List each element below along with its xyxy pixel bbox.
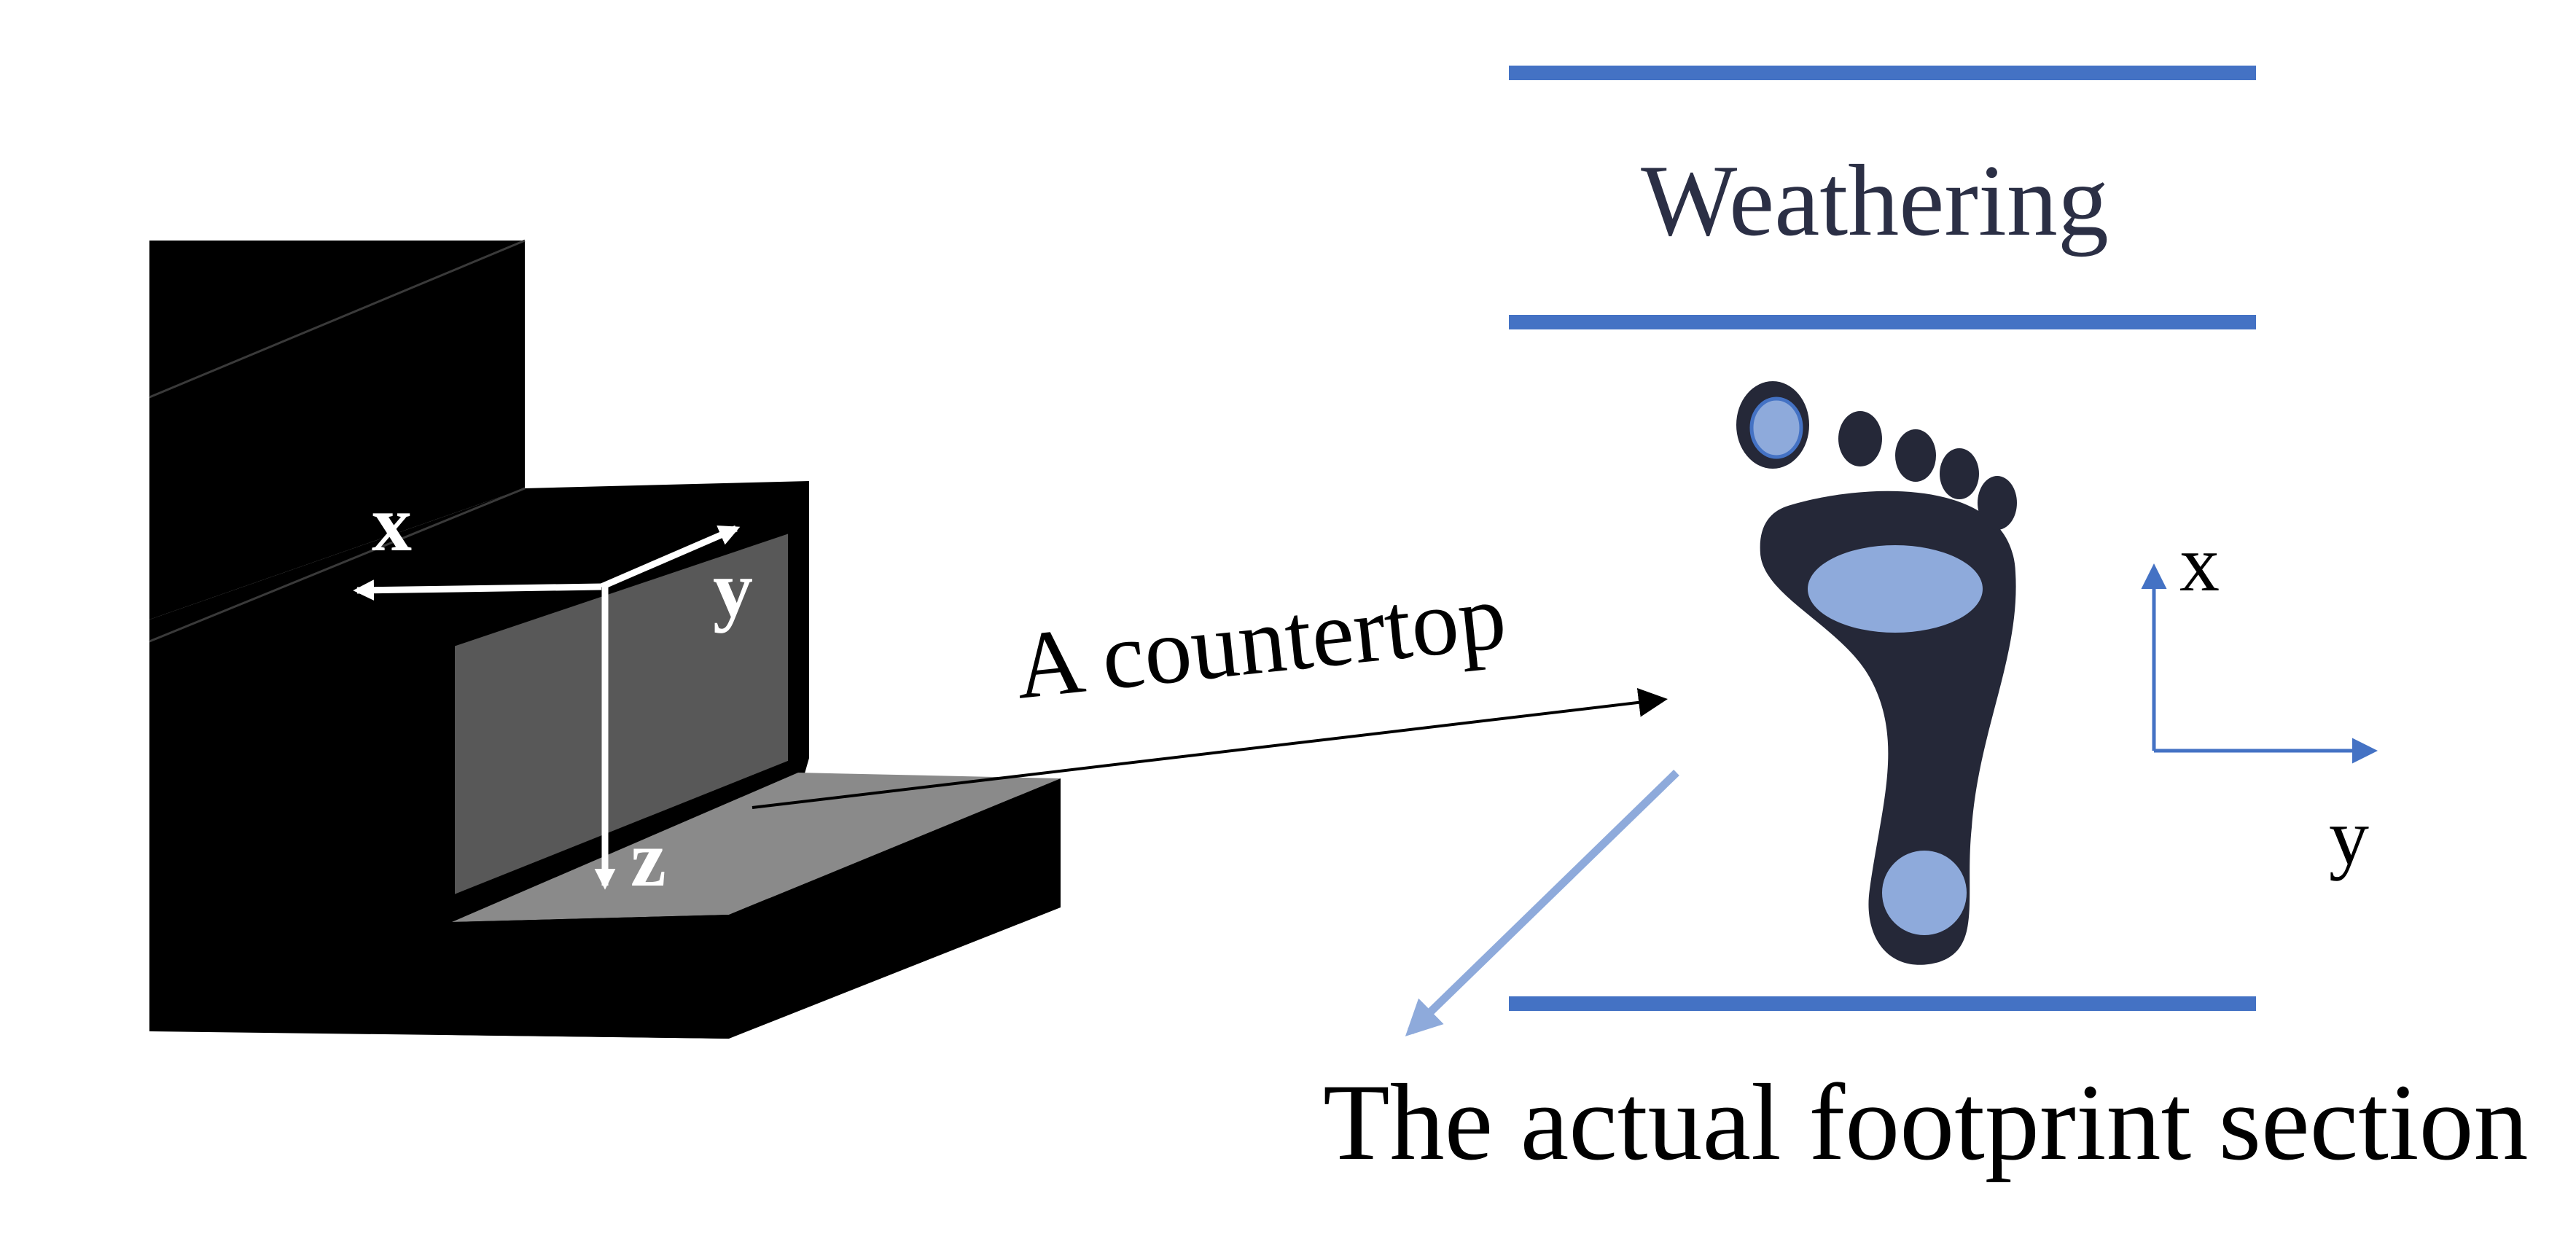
y-axis-arrow <box>600 525 741 590</box>
footprint-toe <box>1838 411 1882 466</box>
footprint-pointer-arrow <box>1405 770 1679 1036</box>
countertop-side <box>729 778 1061 1039</box>
footprint-forefoot-pad <box>1808 545 1983 633</box>
y-axis-2d-label: y <box>2329 792 2369 881</box>
weathering-zone: Weathering <box>1509 66 2256 1011</box>
footprint-shape <box>1736 381 2017 965</box>
recess-panel <box>442 515 801 914</box>
x-axis-2d-label: x <box>2179 519 2220 608</box>
block-back-upper <box>149 241 525 620</box>
stone-block-3d <box>149 239 1061 1039</box>
y-axis-label: y <box>713 544 753 633</box>
footprint-toe <box>1978 476 2017 530</box>
x-axis-arrow <box>353 579 602 601</box>
axes-3d: x y z <box>353 479 753 903</box>
footprint-heel-pad <box>1882 851 1967 935</box>
countertop-front <box>452 915 729 1039</box>
axes-2d: x y <box>2141 519 2378 881</box>
footprint-big-toe-inner <box>1749 397 1803 459</box>
block-edge-line <box>149 487 526 643</box>
countertop-pointer-arrow <box>752 687 1668 809</box>
footprint-section-label: The actual footprint section <box>1323 1062 2529 1183</box>
footprint-toe <box>1940 448 1979 499</box>
footprint-toe <box>1895 429 1936 482</box>
weathering-label: Weathering <box>1641 144 2109 257</box>
countertop-label: A countertop <box>1010 563 1510 719</box>
z-axis-label: z <box>631 814 666 903</box>
x-axis-label: x <box>372 479 412 568</box>
block-edge-line <box>149 239 526 399</box>
